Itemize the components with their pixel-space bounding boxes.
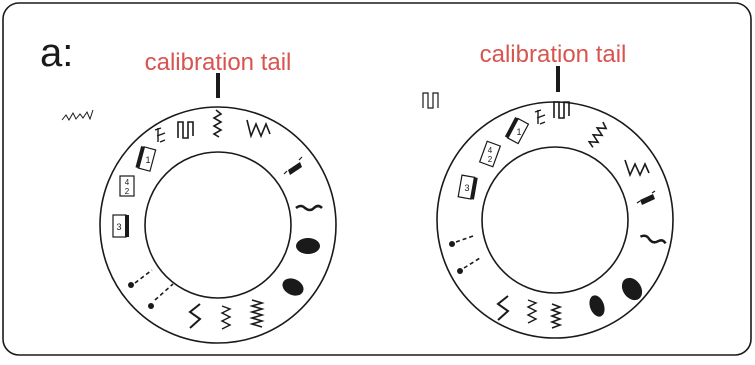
- three-step-zigzag-icon: [220, 305, 232, 330]
- leaf-stitch-icon: [296, 238, 320, 254]
- buttonhole-step-2-4-icon: 4 2: [119, 175, 135, 197]
- three-step-zigzag-icon: [526, 299, 538, 324]
- buttonhole-step-3-icon: 3: [457, 174, 478, 200]
- straight-stitch-icon: [449, 235, 474, 247]
- right-dial: calibration tail 1 4 2 3: [422, 41, 674, 339]
- leaf-stitch-icon: [589, 295, 605, 317]
- zigzag-stitch-icon: [188, 303, 202, 329]
- svg-text:1: 1: [516, 127, 521, 137]
- straight-stitch-icon: [128, 269, 153, 288]
- left-dial-inner-ring: [144, 151, 292, 299]
- blind-hem-stitch-icon: [534, 109, 546, 125]
- leaf-stitch-icon: [621, 277, 643, 301]
- left-dial: calibration tail: [61, 49, 337, 344]
- satin-stitch-icon: [288, 162, 302, 175]
- svg-text:3: 3: [464, 183, 469, 193]
- satin-stitch-icon: [640, 194, 655, 205]
- blind-hem-stitch-icon: [154, 127, 166, 143]
- zigzag-stitch-icon: [624, 159, 650, 178]
- three-step-zigzag-icon: [212, 109, 223, 138]
- square-wave-stitch-icon: [422, 92, 439, 109]
- buttonhole-step-1-icon: 1: [135, 146, 157, 172]
- right-dial-inner-ring: [481, 146, 629, 294]
- svg-text:4: 4: [488, 146, 493, 155]
- svg-text:4: 4: [125, 178, 130, 187]
- satin-stitch-tail-icon: [636, 190, 656, 204]
- svg-text:2: 2: [125, 187, 130, 196]
- panel-label: a:: [40, 31, 73, 75]
- zigzag-stitch-icon: [496, 295, 510, 321]
- square-wave-stitch-icon: [553, 101, 570, 119]
- buttonhole-step-2-4-icon: 4 2: [478, 140, 502, 168]
- left-calibration-label: calibration tail: [145, 49, 292, 76]
- svg-text:2: 2: [488, 155, 493, 164]
- zigzag-stitch-icon: [61, 109, 94, 121]
- satin-stitch-tail-icon: [283, 156, 303, 175]
- three-step-zigzag-icon: [587, 121, 608, 148]
- square-wave-stitch-icon: [177, 121, 194, 139]
- svg-text:1: 1: [145, 155, 150, 165]
- buttonhole-step-3-icon: 3: [112, 214, 129, 238]
- leaf-stitch-icon: [282, 278, 304, 296]
- straight-stitch-icon: [148, 283, 174, 309]
- buttonhole-step-1-icon: 1: [504, 117, 530, 145]
- satin-stitch-icon: [249, 299, 265, 328]
- straight-stitch-icon: [457, 257, 481, 274]
- wave-stitch-icon: [295, 204, 323, 212]
- zigzag-stitch-icon: [246, 119, 271, 139]
- right-calibration-label: calibration tail: [480, 41, 627, 68]
- satin-stitch-icon: [549, 303, 563, 329]
- svg-text:3: 3: [116, 222, 121, 232]
- wave-stitch-icon: [639, 234, 667, 245]
